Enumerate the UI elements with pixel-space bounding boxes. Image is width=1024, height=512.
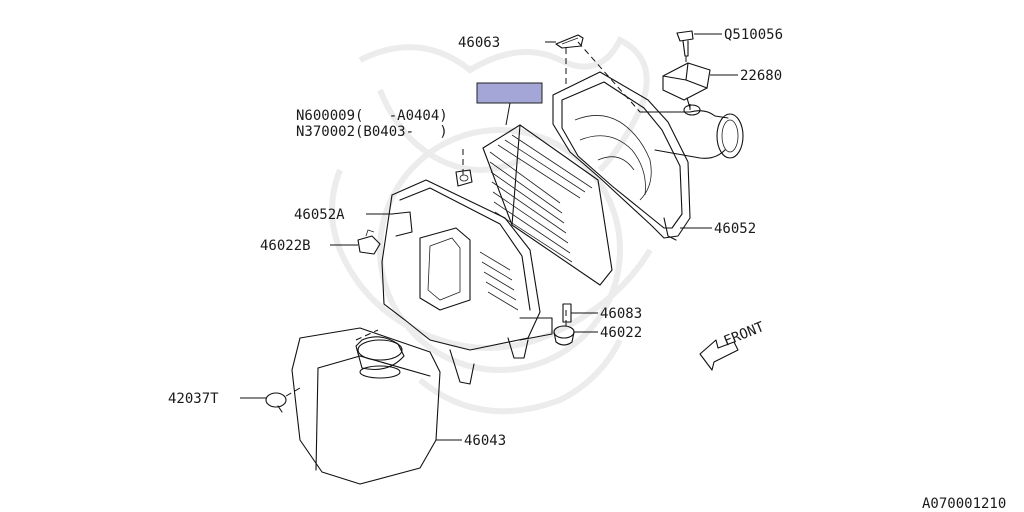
- front-label: FRONT: [722, 319, 768, 350]
- part-air-cleaner-case-46052A: [366, 179, 553, 385]
- label-46022: 46022: [600, 325, 642, 341]
- label-22680: 22680: [740, 68, 782, 84]
- highlight-box: [476, 82, 543, 104]
- label-42037T: 42037T: [168, 391, 219, 407]
- label-N600009: N600009( -A0404): [296, 108, 448, 124]
- part-grommet-46022: [553, 325, 598, 346]
- label-Q510056: Q510056: [724, 27, 783, 43]
- label-46022B: 46022B: [260, 238, 311, 254]
- part-nut-N600009: [455, 169, 473, 187]
- label-46083: 46083: [600, 306, 642, 322]
- part-screw-Q510056: [676, 30, 722, 57]
- label-N370002: N370002(B0403- ): [296, 124, 448, 140]
- diagram-id: A070001210: [922, 496, 1006, 512]
- part-filter-element: [482, 124, 613, 286]
- part-resonator-46043: [291, 327, 462, 485]
- label-46052A: 46052A: [294, 207, 345, 223]
- part-sensor-22680: [662, 62, 738, 116]
- front-direction-arrow: FRONT: [699, 319, 768, 371]
- label-46043: 46043: [464, 433, 506, 449]
- label-46052: 46052: [714, 221, 756, 237]
- part-clip-42037T: [240, 392, 287, 413]
- part-air-cleaner-cover-46052: [552, 71, 744, 241]
- watermark-emblem: [329, 35, 653, 415]
- assembly-guides: [285, 41, 691, 397]
- part-clip-46063: [545, 34, 584, 49]
- label-46063: 46063: [458, 35, 500, 51]
- part-clip-46022B: [330, 229, 381, 255]
- part-pin-46083: [562, 303, 598, 323]
